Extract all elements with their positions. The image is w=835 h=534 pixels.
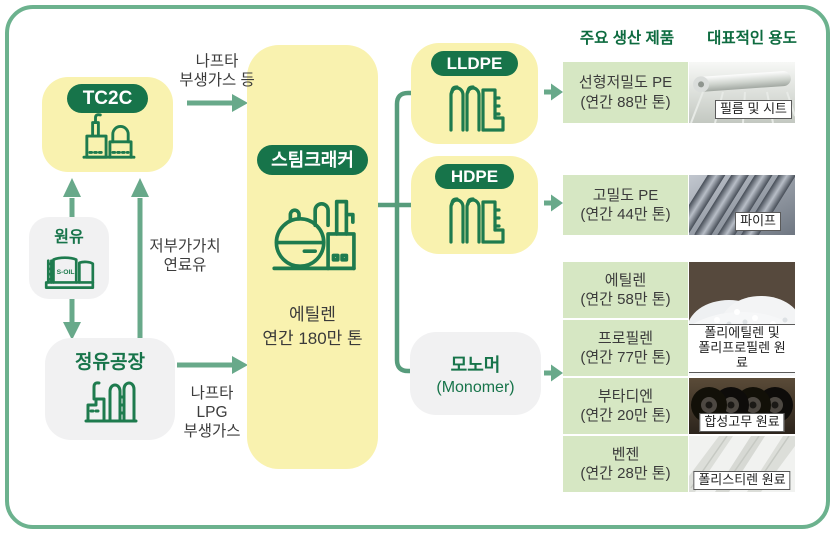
use-image-pipes: 파이프 [689,175,795,235]
use-label-synthetic-rubber: 합성고무 원료 [699,413,785,432]
use-image-polystyrene: 폴리스티렌 원료 [689,436,795,492]
steam-cracker-icon [271,199,356,271]
product-capacity: (연간 77만 톤) [580,349,671,366]
steam-cracker-label: 스팀크래커 [257,145,368,175]
lldpe-label: LLDPE [430,51,519,76]
use-image-film-sheet: 필름 및 시트 [689,62,795,123]
product-butadiene: 부타디엔 (연간 20만 톤) [563,378,688,434]
film-roll-image [689,62,795,123]
flow-label-naphtha-lpg: 나프타 LPG 부생가스 [183,385,241,440]
node-lldpe: LLDPE [411,43,538,144]
product-name: 고밀도 PE [592,186,659,204]
hdpe-label: HDPE [434,164,515,189]
node-monomer: 모노머 (Monomer) [410,332,541,415]
product-hdpe: 고밀도 PE (연간 44만 톤) [563,175,688,235]
crude-oil-label: 원유 [54,229,84,246]
product-capacity: (연간 88만 톤) [580,93,671,111]
node-crude-oil: 원유 S-OIL [29,217,109,299]
header-main-products: 주요 생산 제품 [579,30,675,47]
monomer-sublabel: (Monomer) [436,378,515,396]
monomer-label: 모노머 [450,354,501,375]
node-tc2c: TC2C [42,77,173,172]
product-benzene: 벤젠 (연간 28만 톤) [563,436,688,492]
node-hdpe: HDPE [411,156,538,254]
product-lldpe: 선형저밀도 PE (연간 88만 톤) [563,62,688,123]
polymer-reactor-icon [448,197,505,244]
product-capacity: (연간 58만 톤) [580,291,671,308]
product-name: 에틸렌 [604,271,647,289]
steam-cracker-capacity: 에틸렌 연간 180만 톤 [262,305,363,348]
product-name: 선형저밀도 PE [578,74,673,92]
use-label-pipe: 파이프 [735,212,781,231]
product-ethylene: 에틸렌 (연간 58만 톤) [563,262,688,318]
product-name: 벤젠 [611,445,640,463]
oil-tanks-icon: S-OIL [44,256,95,289]
product-name: 부타디엔 [597,387,654,405]
node-steam-cracker: 스팀크래커 에틸렌 연간 180만 톤 [247,45,378,469]
use-label-film-sheet: 필름 및 시트 [714,100,792,119]
use-label-polystyrene: 폴리스티렌 원료 [693,471,791,490]
refinery-label: 정유공장 [75,352,145,373]
node-refinery: 정유공장 [45,338,175,440]
use-image-tires: 합성고무 원료 [689,378,795,434]
refinery-icon [84,381,138,423]
use-image-pellets: 폴리에틸렌 및 폴리프로필렌 원료 [689,262,795,376]
product-capacity: (연간 44만 톤) [580,206,671,223]
header-typical-uses: 대표적인 용도 [707,30,797,47]
factory-icon [82,113,135,159]
tc2c-label: TC2C [66,84,149,113]
flow-label-naphtha-byproduct: 나프타 부생가스 등 [179,53,255,89]
product-capacity: (연간 20만 톤) [580,407,671,424]
product-propylene: 프로필렌 (연간 77만 톤) [563,320,688,376]
polymer-reactor-icon [448,85,505,132]
s-oil-text: S-OIL [57,269,75,276]
diagram-border [5,5,830,529]
use-label-polyethylene-polypropylene: 폴리에틸렌 및 폴리프로필렌 원료 [689,324,795,373]
product-capacity: (연간 28만 톤) [580,465,671,482]
flow-label-low-value-fuel-oil: 저부가가치 연료유 [149,238,221,274]
product-name: 프로필렌 [597,329,654,347]
